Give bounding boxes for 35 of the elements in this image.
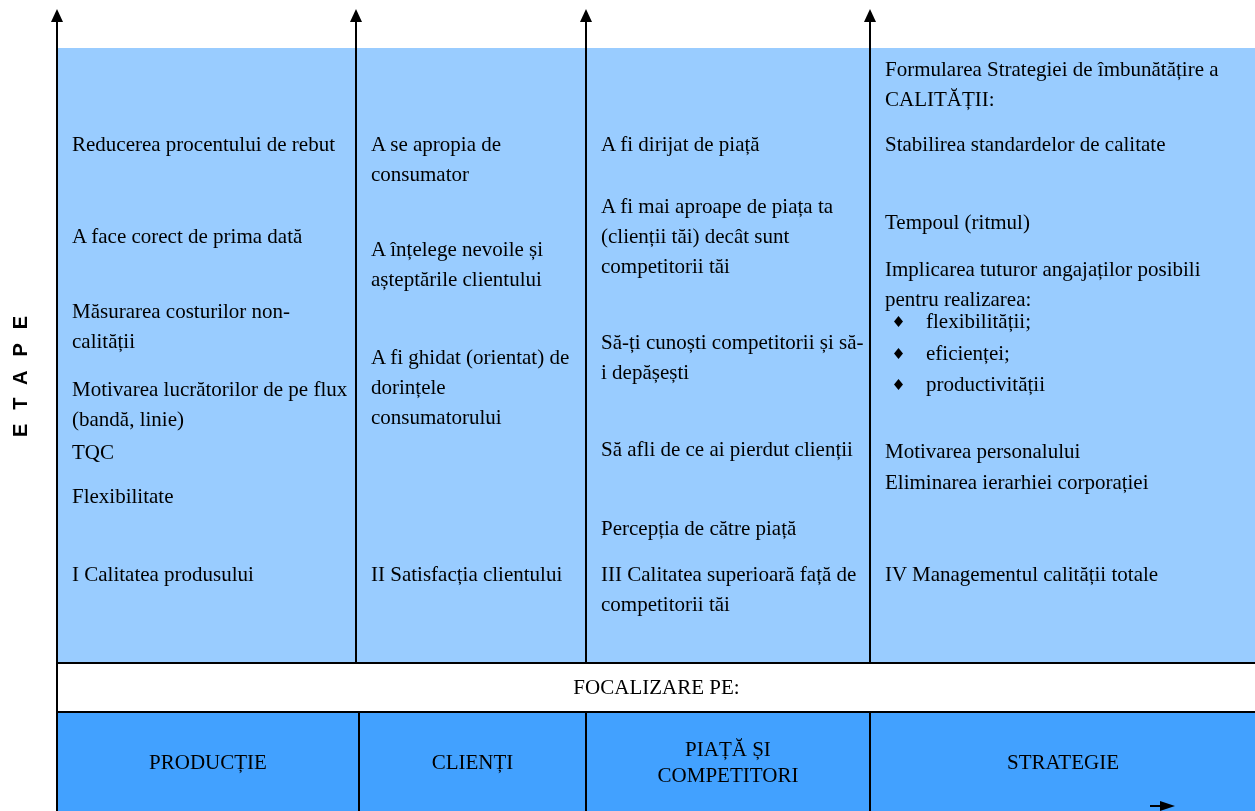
item-text: Măsurarea costurilor non-calității [72,298,292,355]
item-text: Flexibilitate [72,483,174,510]
item-text: Eliminarea ierarhiei corporației [885,469,1149,496]
item-text: Percepția de către piață [601,515,797,542]
item-text: A face corect de prima dată [72,223,303,250]
item-text: Tempoul (ritmul) [885,209,1030,236]
item-text: Reducerea procentului de rebut [72,131,335,158]
stage-title: IV Managementul calității totale [885,561,1159,588]
focus-band: FOCALIZARE PE: [56,662,1255,713]
focus-cell: STRATEGIE [869,713,1255,811]
item-text: Formularea Strategiei de îmbunătățire a CALITĂȚII: [885,56,1220,113]
item-text: Motivarea personalului [885,438,1081,465]
item-text: Motivarea lucrătorilor de pe flux (bandă, linie) [72,376,349,433]
item-text: A fi ghidat (orientat) de dorințele consumatorului [371,344,571,431]
stage-title: I Calitatea produsului [72,561,254,588]
item-text: A fi mai aproape de piața ta (clienții tăi) decât sunt competitorii tăi [601,193,835,280]
stage-panel [585,48,869,662]
stage-panel [56,48,355,662]
focus-cell: CLIENȚI [358,713,585,811]
item-text: Să-ți cunoști competitorii și să-i depășești [601,329,865,386]
item-text: TQC [72,439,114,466]
focus-cell: PRODUCȚIE [56,713,358,811]
item-text: A se apropia de consumator [371,131,503,188]
stage-title: II Satisfacția clientului [371,561,563,588]
item-text: A înțelege nevoile și așteptările clientului [371,236,545,293]
list-item-text: eficienței; [926,340,1010,367]
item-text: Să afli de ce ai pierdut clienții [601,436,853,463]
list-item-text: productivității [926,371,1045,398]
item-text: Stabilirea standardelor de calitate [885,131,1166,158]
item-text: A fi dirijat de piață [601,131,760,158]
stage-panel [869,48,1255,662]
stage-panel [355,48,585,662]
axis-label: ETAPE [8,300,32,440]
stage-title: III Calitatea superioară față de competitorii tăi [601,561,858,618]
focus-cell: PIAȚĂ ȘI COMPETITORI [585,713,869,811]
